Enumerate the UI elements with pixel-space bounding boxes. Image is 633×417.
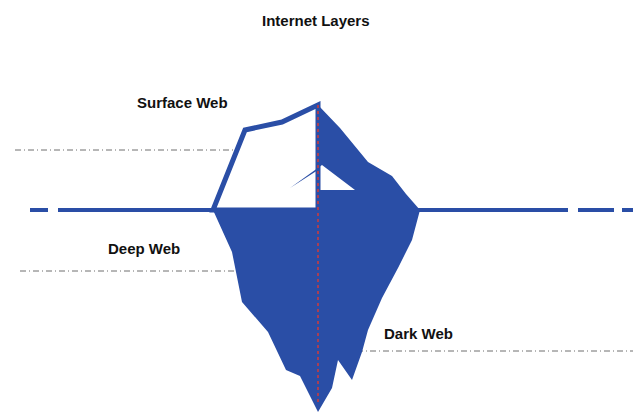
layer-label: Dark Web xyxy=(384,325,453,343)
layer-label: Surface Web xyxy=(137,94,228,112)
water-line xyxy=(58,208,215,212)
water-line xyxy=(578,208,614,212)
water-line xyxy=(622,208,633,212)
leader-line xyxy=(318,351,633,352)
layer-label: Deep Web xyxy=(108,240,180,258)
water-line xyxy=(30,208,48,212)
iceberg-tip xyxy=(213,105,318,210)
center-line xyxy=(317,105,319,405)
title: Internet Layers xyxy=(262,12,370,30)
iceberg-tip-shade xyxy=(290,105,420,210)
water-line xyxy=(418,208,568,212)
iceberg-body xyxy=(213,210,420,412)
